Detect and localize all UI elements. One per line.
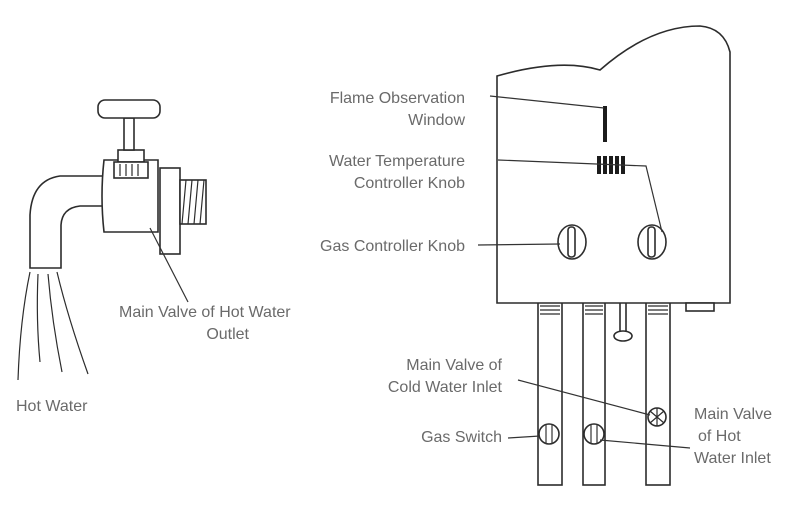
hot-inlet-leader (599, 439, 691, 449)
gas-switch-leader (507, 435, 541, 439)
water-temp-knob-dial (637, 224, 667, 260)
cold-water-inlet-valve (647, 407, 667, 427)
hot-outlet-label-1: Main Valve of Hot Water (119, 304, 291, 321)
gas-switch-left (538, 423, 560, 445)
cold-inlet-label-2: Cold Water Inlet (388, 379, 503, 396)
gas-switch-right (583, 423, 605, 445)
flame-window (603, 106, 607, 142)
flame-window-leader (489, 95, 605, 109)
hot-water-tap (17, 99, 207, 381)
hot-inlet-label-3: Water Inlet (694, 450, 771, 467)
gas-knob-leader (477, 243, 561, 246)
hot-inlet-label-2: of Hot (698, 428, 741, 445)
gas-switch-label: Gas Switch (421, 429, 502, 446)
flame-window-label-1: Flame Observation (330, 90, 465, 107)
cold-inlet-leader (517, 379, 651, 416)
gas-knob-label: Gas Controller Knob (320, 238, 465, 255)
hot-outlet-label-2: Outlet (206, 326, 249, 343)
water-temp-label-1: Water Temperature (329, 153, 465, 170)
water-temp-label-2: Controller Knob (354, 175, 465, 192)
flame-window-label-2: Window (408, 112, 465, 129)
hot-inlet-label-1: Main Valve (694, 406, 772, 423)
hot-water-label: Hot Water (16, 398, 88, 415)
gas-controller-knob (557, 224, 587, 260)
cold-inlet-label-1: Main Valve of (406, 357, 502, 374)
heater-pipes (537, 299, 671, 486)
hot-outlet-valve-leader (149, 227, 189, 303)
water-temp-leader (497, 159, 663, 233)
